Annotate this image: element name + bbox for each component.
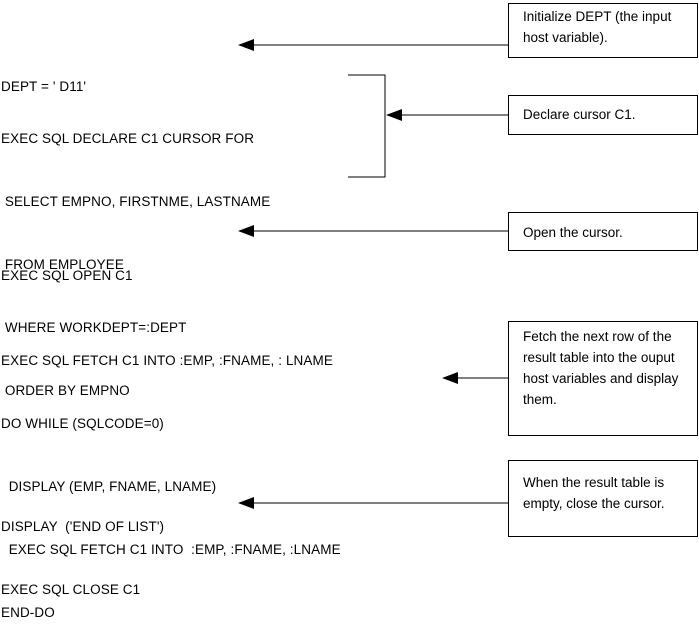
- code-line: DO WHILE (SQLCODE=0): [1, 416, 164, 431]
- connectors: [238, 39, 508, 509]
- arrowhead-open: [238, 225, 254, 237]
- code-line: ORDER BY EMPNO: [1, 383, 130, 398]
- arrowhead-declare: [386, 109, 402, 121]
- arrowhead-initialize: [238, 39, 254, 51]
- code-block-declare-cursor: EXEC SQL DECLARE C1 CURSOR FOR SELECT EM…: [1, 86, 270, 422]
- arrowhead-fetch: [442, 372, 458, 384]
- code-line: DEPT = ' D11': [1, 79, 87, 94]
- code-line: EXEC SQL CLOSE C1: [1, 582, 141, 597]
- note-fetch-and-display: Fetch the next row of the result table i…: [508, 321, 698, 436]
- note-initialize-dept: Initialize DEPT (the input host variable…: [508, 3, 698, 58]
- code-line: WHERE WORKDEPT=:DEPT: [1, 320, 187, 335]
- code-line: EXEC SQL FETCH C1 INTO :EMP, :FNAME, : L…: [1, 353, 333, 368]
- code-line: DISPLAY ('END OF LIST'): [1, 519, 165, 534]
- code-line: SELECT EMPNO, FIRSTNME, LASTNAME: [1, 194, 271, 209]
- arrowhead-close: [238, 497, 254, 509]
- code-line: DISPLAY (EMP, FNAME, LNAME): [1, 479, 217, 494]
- code-block-open-cursor: EXEC SQL OPEN C1: [1, 223, 133, 307]
- note-open-cursor: Open the cursor.: [508, 212, 698, 251]
- note-close-cursor: When the result table is empty, close th…: [508, 460, 698, 537]
- code-line: FROM EMPLOYEE: [1, 257, 124, 272]
- code-block-initialize: DEPT = ' D11': [1, 34, 86, 118]
- note-declare-cursor: Declare cursor C1.: [508, 95, 698, 135]
- code-line: EXEC SQL OPEN C1: [1, 268, 133, 283]
- code-line: EXEC SQL DECLARE C1 CURSOR FOR: [1, 131, 255, 146]
- declare-bracket: [348, 74, 386, 178]
